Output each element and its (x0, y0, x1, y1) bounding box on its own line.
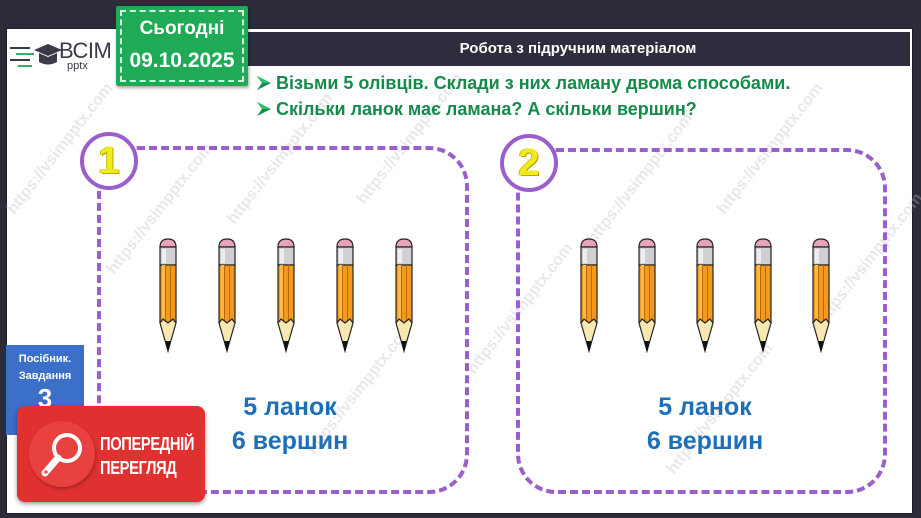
pencil-icon[interactable] (273, 237, 299, 355)
pencil-row (155, 237, 417, 355)
method-panel-1 (97, 146, 469, 494)
date-badge: Сьогодні 09.10.2025 (116, 6, 248, 86)
pencil-icon[interactable] (692, 237, 718, 355)
section-header: Робота з підручним матеріалом (246, 32, 910, 66)
panel-number-badge: 1 (80, 132, 138, 190)
instruction-list: Візьми 5 олівців. Склади з них ламану дв… (256, 70, 790, 122)
pencil-icon[interactable] (808, 237, 834, 355)
logo-subtitle: pptx (67, 60, 88, 72)
preview-label: ПОПЕРЕДНІЙ ПЕРЕГЛЯД (100, 432, 194, 480)
magnifier-icon-bg (29, 421, 95, 487)
preview-line-2: ПЕРЕГЛЯД (100, 458, 177, 478)
section-title: Робота з підручним матеріалом (459, 40, 697, 57)
graduation-cap-icon (10, 44, 62, 67)
arrow-bullet-icon (256, 75, 272, 91)
pencil-icon[interactable] (214, 237, 240, 355)
pencil-icon[interactable] (391, 237, 417, 355)
answer-segments: 5 ланок (658, 393, 752, 421)
instruction-item: Скільки ланок має ламана? А скільки верш… (256, 96, 790, 122)
answer-vertices: 6 вершин (646, 427, 764, 455)
preview-button[interactable]: ПОПЕРЕДНІЙ ПЕРЕГЛЯД (17, 406, 205, 502)
answer-segments: 5 ланок (243, 393, 337, 421)
pencil-row (576, 237, 834, 355)
instruction-text: Скільки ланок має ламана? А скільки верш… (276, 98, 697, 119)
tab-line-2: Завдання (18, 370, 72, 382)
pencil-icon[interactable] (634, 237, 660, 355)
panel-answer: 5 ланок 6 вершин (625, 390, 785, 458)
method-panel-2 (516, 148, 887, 494)
pencil-icon[interactable] (576, 237, 602, 355)
logo-name: ВСІМ (59, 38, 112, 63)
arrow-bullet-icon (256, 101, 272, 117)
pencil-icon[interactable] (750, 237, 776, 355)
instruction-text: Візьми 5 олівців. Склади з них ламану дв… (276, 72, 791, 93)
tab-line-1: Посібник. (18, 353, 72, 365)
magnifier-icon (41, 433, 82, 477)
pencil-icon[interactable] (332, 237, 358, 355)
panel-answer: 5 ланок 6 вершин (210, 390, 370, 458)
date-label: Сьогодні (139, 18, 225, 39)
date-value: 09.10.2025 (129, 49, 235, 72)
instruction-item: Візьми 5 олівців. Склади з них ламану дв… (256, 70, 790, 96)
pencil-icon[interactable] (155, 237, 181, 355)
task-number: 3 (37, 383, 53, 413)
answer-vertices: 6 вершин (231, 427, 349, 455)
preview-line-1: ПОПЕРЕДНІЙ (100, 434, 195, 454)
panel-number-badge: 2 (500, 134, 558, 192)
